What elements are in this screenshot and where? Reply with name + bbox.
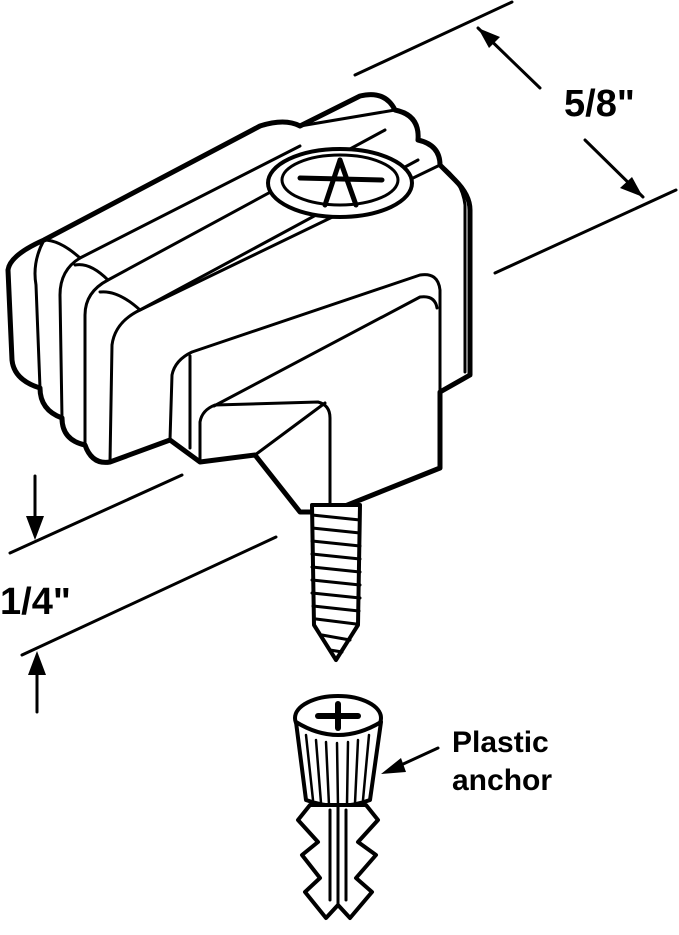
dimension-label-5-8: 5/8" (564, 83, 635, 125)
screw (310, 503, 362, 662)
guide-block (5, 92, 473, 515)
arrowhead-down-icon (26, 516, 44, 540)
dimension-1-4: 1/4" (0, 473, 278, 714)
callout-label-line1: Plastic (452, 726, 549, 759)
extension-line-lower (20, 535, 278, 657)
plastic-anchor (293, 694, 383, 920)
arrowhead-upper-icon (478, 28, 500, 48)
extension-line-upper (8, 473, 184, 555)
arrowhead-up-icon (28, 651, 46, 675)
extension-line-top (353, 0, 514, 77)
callout-label-line2: anchor (452, 764, 552, 797)
extension-line-bottom (493, 188, 678, 275)
dimension-label-1-4: 1/4" (0, 581, 71, 623)
callout-plastic-anchor: Plastic anchor (381, 726, 552, 797)
dimension-5-8: 5/8" (353, 0, 678, 275)
arrowhead-lower-icon (620, 177, 643, 197)
callout-arrowhead-icon (381, 758, 406, 774)
